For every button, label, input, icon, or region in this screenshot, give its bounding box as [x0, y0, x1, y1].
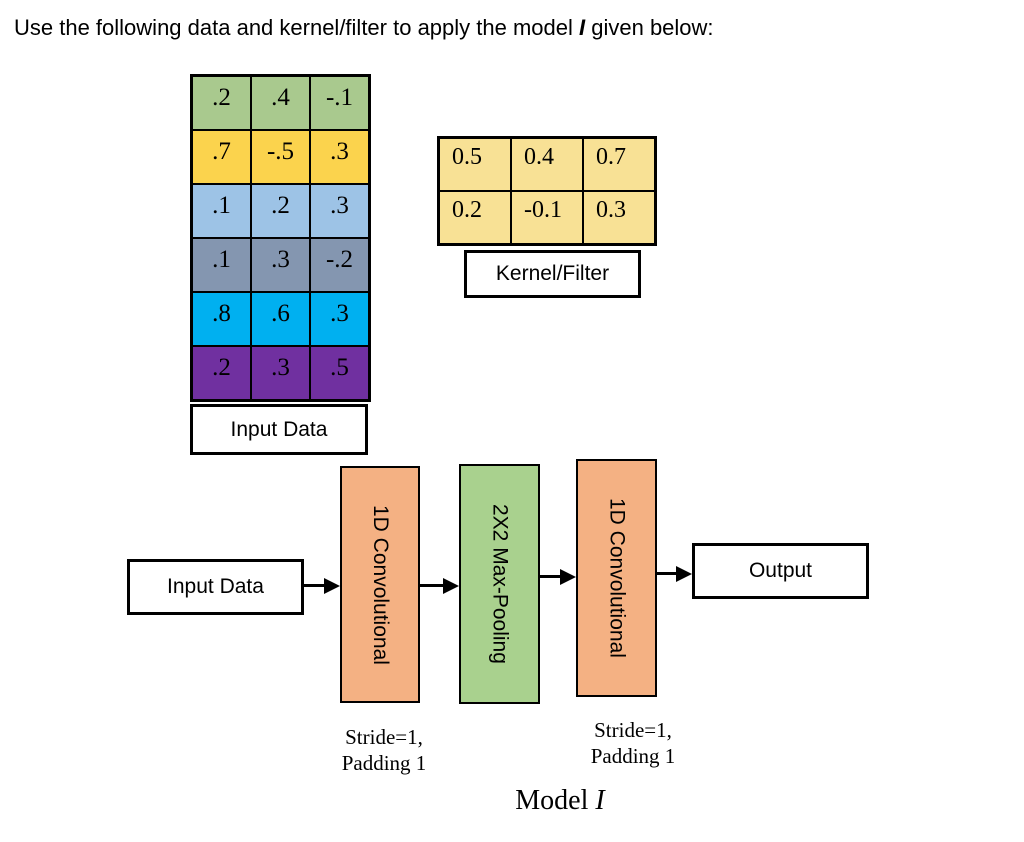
arrow-conv1-to-pool [420, 584, 444, 587]
flow-conv1-label: 1D Convolutional [369, 504, 392, 665]
conv1-stride-note-line2: Padding 1 [341, 751, 427, 775]
title-suffix: given below: [585, 15, 714, 40]
input-table-cell: .1 [192, 184, 251, 238]
model-caption-prefix: Model [515, 785, 596, 816]
input-data-table: .2.4-.1.7-.5.3.1.2.3.1.3-.2.8.6.3.2.3.5 [190, 74, 371, 402]
conv2-stride-note-line2: Padding 1 [590, 744, 676, 768]
input-table-cell: .6 [251, 292, 310, 346]
arrow-conv2-to-output-head [676, 566, 692, 582]
input-table-cell: .3 [310, 184, 369, 238]
conv1-stride-note-line1: Stride=1, [345, 725, 423, 749]
conv2-stride-note-line1: Stride=1, [594, 718, 672, 742]
input-table-cell: .2 [192, 346, 251, 400]
flow-maxpool-box: 2X2 Max-Pooling [459, 464, 540, 704]
input-table-cell: .7 [192, 130, 251, 184]
title-prefix: Use the following data and kernel/filter… [14, 15, 579, 40]
kernel-table-cell: 0.5 [439, 138, 511, 191]
input-table-cell: .2 [251, 184, 310, 238]
input-data-caption: Input Data [190, 404, 368, 455]
arrow-pool-to-conv2-head [560, 569, 576, 585]
flow-conv2-label: 1D Convolutional [605, 498, 629, 658]
flow-output-label: Output [748, 559, 813, 582]
input-table-cell: .1 [192, 238, 251, 292]
flow-input-data-label: Input Data [167, 575, 264, 598]
kernel-table-cell: -0.1 [511, 191, 583, 244]
input-table-cell: -.5 [251, 130, 310, 184]
input-data-caption-label: Input Data [230, 417, 328, 441]
kernel-table-cell: 0.4 [511, 138, 583, 191]
input-table-cell: .3 [251, 346, 310, 400]
kernel-table-cell: 0.3 [583, 191, 655, 244]
kernel-filter-caption-label: Kernel/Filter [495, 262, 610, 285]
flow-conv1-box: 1D Convolutional [340, 466, 420, 703]
input-table-cell: .3 [251, 238, 310, 292]
input-table-cell: .3 [310, 130, 369, 184]
flow-conv2-box: 1D Convolutional [576, 459, 657, 697]
kernel-filter-caption: Kernel/Filter [464, 250, 641, 298]
flow-maxpool-label: 2X2 Max-Pooling [488, 504, 512, 664]
arrow-pool-to-conv2 [540, 575, 561, 578]
conv1-stride-note: Stride=1, Padding 1 [314, 724, 454, 776]
flow-input-data-box: Input Data [127, 559, 304, 615]
input-table-cell: -.2 [310, 238, 369, 292]
page-title: Use the following data and kernel/filter… [14, 15, 714, 41]
flow-output-box: Output [692, 543, 869, 599]
kernel-table-cell: 0.7 [583, 138, 655, 191]
arrow-conv1-to-pool-head [443, 578, 459, 594]
model-caption: Model I [455, 785, 665, 817]
input-table-cell: -.1 [310, 76, 369, 130]
kernel-table-cell: 0.2 [439, 191, 511, 244]
arrow-input-to-conv1 [304, 584, 326, 587]
arrow-input-to-conv1-head [324, 578, 340, 594]
input-table-cell: .3 [310, 292, 369, 346]
title-model-symbol: I [579, 15, 586, 40]
conv2-stride-note: Stride=1, Padding 1 [563, 717, 703, 769]
model-caption-symbol: I [595, 785, 605, 816]
input-table-cell: .8 [192, 292, 251, 346]
input-table-cell: .5 [310, 346, 369, 400]
arrow-conv2-to-output [657, 572, 677, 575]
input-table-cell: .4 [251, 76, 310, 130]
input-table-cell: .2 [192, 76, 251, 130]
